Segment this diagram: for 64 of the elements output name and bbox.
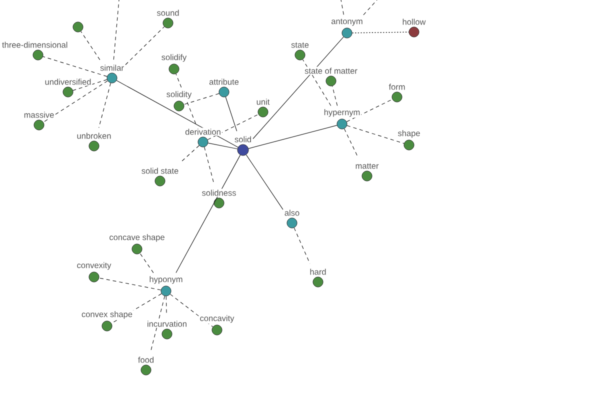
dashed-line [80,31,100,60]
line [208,142,238,150]
node-dot [72,22,84,32]
dashed-line [113,0,120,60]
node-label: hard [310,268,326,275]
line [176,154,241,273]
dashed-line [346,99,393,122]
node-label: unbroken [77,132,111,139]
node-label: solid state [142,168,178,174]
node-label: state [291,42,309,48]
node-label: solidify [162,54,187,62]
node-label: sound [156,10,179,16]
dashed-line [98,82,111,128]
dotted-line [352,32,410,34]
dashed-line [111,293,162,324]
dashed-line [42,56,108,77]
node-label: hollow [402,18,426,25]
line [246,154,284,210]
node-label: food [138,356,154,363]
node-label: solidity [166,91,192,99]
node-label: incurvation [148,320,186,327]
node-label: undiversified [45,78,91,85]
node-label: derivation [185,128,220,135]
dashed-line [340,0,344,15]
line [252,36,344,140]
node-label: attribute [209,78,239,85]
dashed-line [363,0,378,16]
node-label: concavity [200,315,234,323]
node-label: similar [100,64,124,71]
dashed-line [170,294,214,328]
node-label: state of matter [304,68,358,74]
dashed-line [140,253,154,274]
node-label: antonym [332,18,362,26]
dashed-line [180,145,200,164]
node-label: three-dimensional [2,42,68,48]
line [225,96,238,132]
node-label: also [284,210,300,216]
node-label: concave shape [110,234,164,242]
node-label: form [388,84,405,90]
node-label: solid [234,136,251,142]
dashed-line [98,278,162,290]
node-label: convex shape [82,311,132,319]
dashed-line [332,86,338,106]
dashed-line [344,128,359,158]
dashed-line [204,146,214,185]
dashed-line [150,296,166,352]
dashed-line [346,125,404,144]
dashed-line [302,59,332,106]
node-label: shape [398,130,420,138]
dashed-line [184,93,220,105]
dashed-line [207,114,259,140]
line [248,125,338,149]
dashed-line [43,80,108,122]
node-label: hyponym [150,276,182,284]
dashed-line [72,79,108,91]
node-label: massive [24,112,54,118]
dashed-line [125,26,165,66]
dashed-line [176,74,196,124]
node-label: solidness [202,190,236,196]
line [116,80,238,148]
node-label: matter [356,163,379,169]
node-label: hypernym [324,109,360,117]
node-label: unit [256,98,270,105]
node-label: convexity [77,262,112,270]
